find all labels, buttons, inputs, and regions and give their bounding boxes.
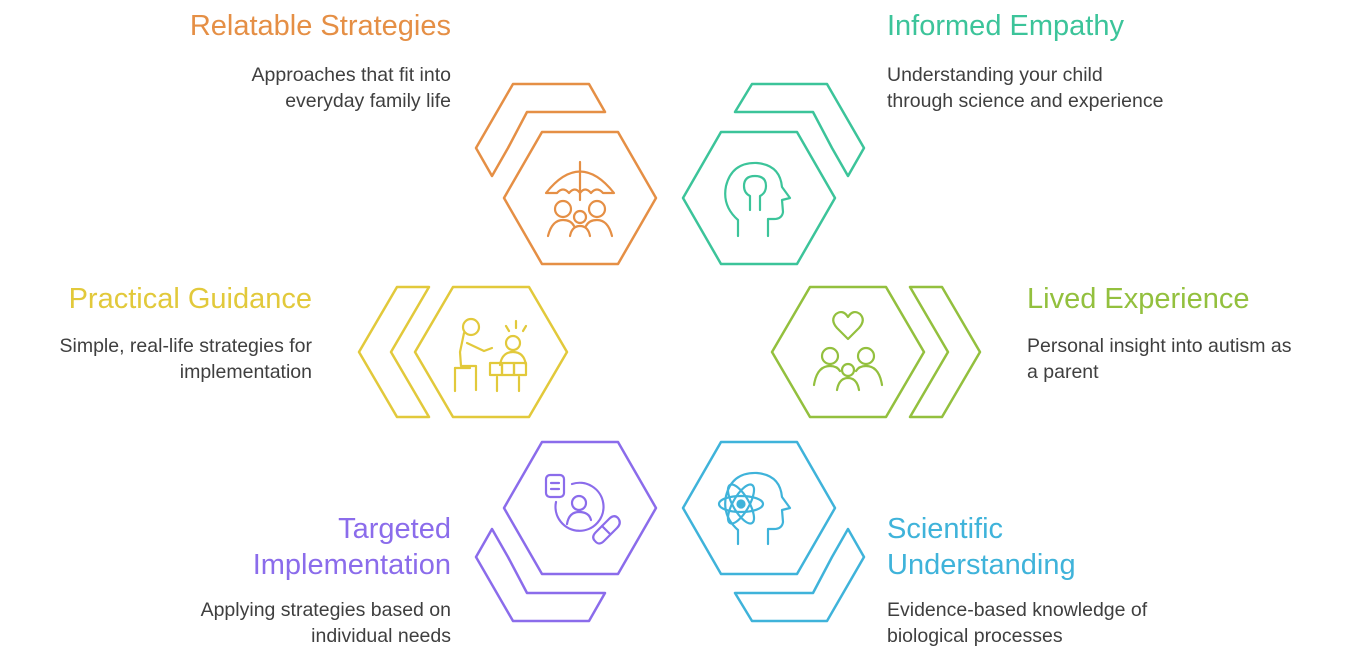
lived-experience-segment: [770, 285, 982, 419]
scientific-understanding-description-line: biological processes: [887, 625, 1063, 647]
targeted-implementation-title-line: Targeted: [338, 513, 451, 545]
practical-guidance-segment: [357, 285, 569, 419]
practical-guidance-title: Practical Guidance: [68, 283, 312, 315]
lived-experience-title: Lived Experience: [1027, 283, 1250, 315]
scientific-understanding-text: Scientific Understanding Evidence-based …: [887, 511, 1147, 649]
lived-experience-chevron: [908, 285, 982, 419]
relatable-strategies-description-line: Approaches that fit into: [251, 64, 451, 86]
relatable-strategies-chevron: [474, 82, 607, 178]
informed-empathy-description-line: Understanding your child: [887, 64, 1103, 86]
relatable-strategies-text: Relatable Strategies Approaches that fit…: [190, 8, 451, 114]
targeted-implementation-description-line: Applying strategies based on: [200, 599, 451, 621]
practical-guidance-description-line: Simple, real-life strategies for: [59, 335, 312, 357]
practical-guidance-description: Simple, real-life strategies for impleme…: [59, 333, 312, 385]
targeted-implementation-title-line: Implementation: [252, 549, 451, 581]
lived-experience-description: Personal insight into autism as a parent: [1027, 333, 1291, 385]
lived-experience-hexagon: [770, 285, 926, 419]
practical-guidance-text: Practical Guidance Simple, real-life str…: [59, 281, 312, 385]
informed-empathy-segment: [681, 82, 866, 266]
head-profile-icon: [724, 161, 792, 238]
targeted-implementation-hexagon: [502, 440, 658, 576]
targeted-implementation-segment: [474, 440, 658, 623]
scientific-understanding-title-line: Understanding: [887, 549, 1076, 581]
teacher-child-icon: [453, 317, 528, 393]
informed-empathy-title: Informed Empathy: [887, 10, 1124, 42]
relatable-strategies-segment: [474, 82, 658, 266]
relatable-strategies-hexagon: [502, 130, 658, 266]
informed-empathy-chevron: [733, 82, 866, 178]
scientific-understanding-segment: [681, 440, 866, 623]
informed-empathy-hexagon: [681, 130, 837, 266]
relatable-strategies-description-line: everyday family life: [285, 90, 451, 112]
patient-record-pill-icon: [544, 473, 621, 545]
relatable-strategies-title: Relatable Strategies: [189, 10, 451, 42]
lived-experience-description-line: a parent: [1027, 361, 1099, 383]
heart-family-icon: [812, 310, 884, 392]
scientific-understanding-chevron: [733, 527, 866, 623]
practical-guidance-chevron: [357, 285, 431, 419]
atom-head-icon: [717, 471, 792, 546]
scientific-understanding-hexagon: [681, 440, 837, 576]
scientific-understanding-title-line: Scientific: [887, 513, 1004, 545]
targeted-implementation-title: Targeted Implementation: [201, 511, 451, 583]
lived-experience-description-line: Personal insight into autism as: [1027, 335, 1292, 357]
targeted-implementation-description-line: individual needs: [311, 625, 451, 647]
targeted-implementation-description: Applying strategies based on individual …: [201, 597, 451, 649]
informed-empathy-text: Informed Empathy Understanding your chil…: [887, 8, 1163, 114]
targeted-implementation-chevron: [474, 527, 607, 623]
informed-empathy-description: Understanding your child through science…: [887, 62, 1163, 114]
practical-guidance-hexagon: [413, 285, 569, 419]
umbrella-family-icon: [544, 160, 616, 238]
scientific-understanding-title: Scientific Understanding: [887, 511, 1147, 583]
scientific-understanding-description: Evidence-based knowledge of biological p…: [887, 597, 1147, 649]
targeted-implementation-text: Targeted Implementation Applying strateg…: [201, 511, 451, 649]
practical-guidance-description-line: implementation: [179, 361, 312, 383]
lived-experience-text: Lived Experience Personal insight into a…: [1027, 281, 1291, 385]
informed-empathy-description-line: through science and experience: [887, 90, 1164, 112]
relatable-strategies-description: Approaches that fit into everyday family…: [190, 62, 451, 114]
scientific-understanding-description-line: Evidence-based knowledge of: [887, 599, 1148, 621]
